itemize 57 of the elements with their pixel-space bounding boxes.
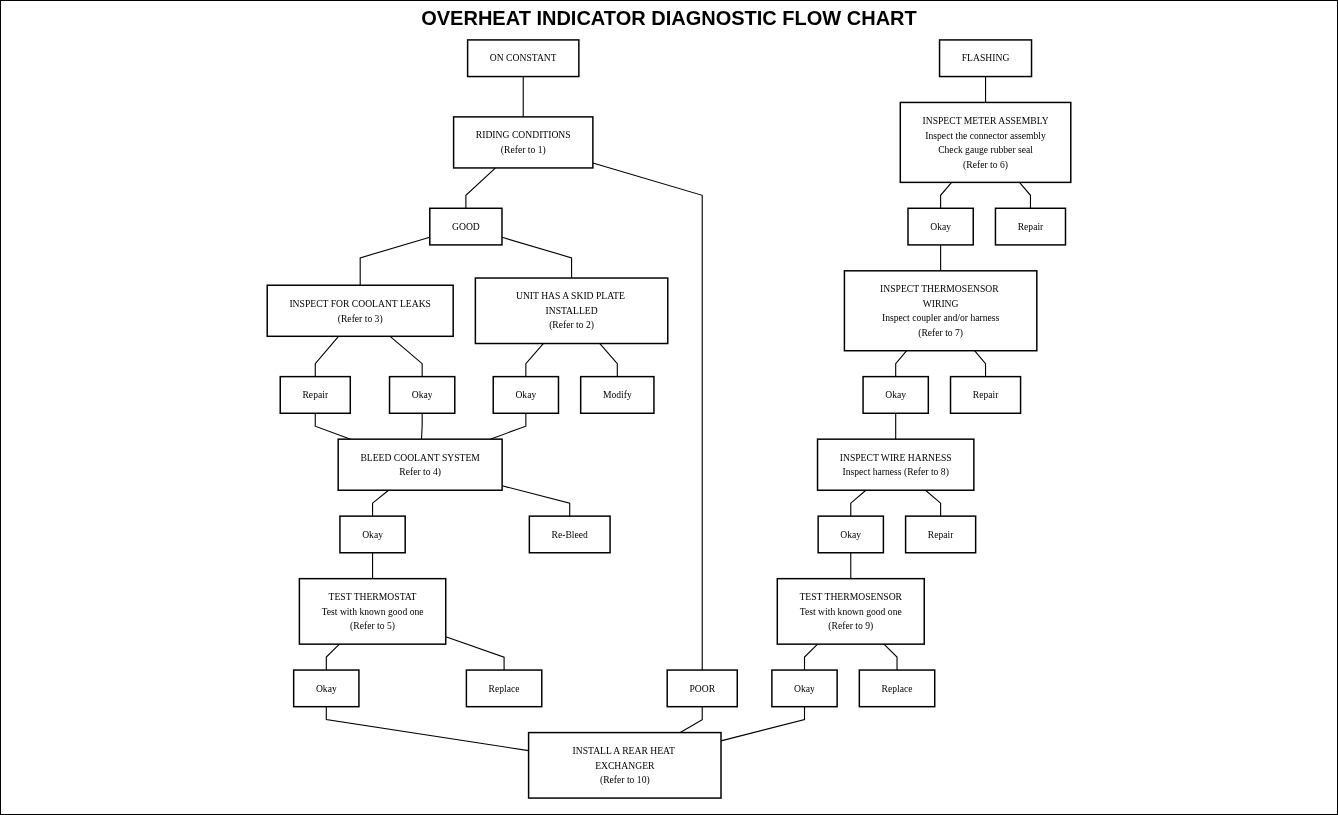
node-box: INSTALL A REAR HEAT EXCHANGER (Refer to 10)	[527, 731, 722, 799]
node-box: INSPECT THERMOSENSOR WIRING Inspect coupler and/or harness (Refer to 7)	[843, 270, 1038, 352]
node-box: Repair	[904, 515, 977, 554]
node-box: Okay	[492, 375, 560, 414]
connector	[465, 167, 497, 209]
node-box: Replace	[465, 669, 543, 708]
connector	[679, 706, 703, 734]
connector	[883, 643, 898, 671]
connector	[372, 552, 374, 580]
node-box: INSPECT FOR COOLANT LEAKS (Refer to 3)	[266, 284, 454, 338]
connector	[599, 342, 618, 378]
connector	[372, 489, 390, 517]
connector	[445, 636, 505, 671]
node-box: Re-Bleed	[528, 515, 611, 554]
connector	[940, 244, 942, 272]
node-box: Modify	[579, 375, 655, 414]
connector	[420, 412, 423, 440]
node-box: ON CONSTANT	[466, 39, 580, 78]
connector	[803, 643, 819, 671]
connector	[924, 489, 942, 517]
connector	[850, 489, 867, 517]
node-box: Repair	[279, 375, 352, 414]
node-box: BLEED COOLANT SYSTEM Refer to 4)	[337, 438, 503, 491]
connector	[592, 162, 703, 671]
node-box: Okay	[817, 515, 885, 554]
node-box: INSPECT METER ASSEMBLY Inspect the connector assembly Check gauge rubber seal (Refer to 6)	[899, 101, 1072, 184]
node-box: Okay	[771, 669, 838, 708]
node-box: TEST THERMOSTAT Test with known good one (Refer to 5)	[298, 577, 447, 645]
node-box: INSPECT WIRE HARNESS Inspect harness (Refer to 8)	[816, 438, 975, 491]
node-box: Okay	[339, 515, 406, 554]
connector	[895, 412, 897, 440]
connector	[501, 236, 573, 279]
node-box: UNIT HAS A SKID PLATE INSTALLED (Refer to 2)	[474, 277, 669, 345]
node-box: Okay	[862, 375, 930, 414]
node-box: Replace	[858, 669, 936, 708]
connector	[974, 350, 987, 378]
node-box: Okay	[292, 669, 360, 708]
connector	[522, 76, 524, 118]
connector	[1018, 181, 1032, 209]
connector	[389, 335, 423, 378]
node-box: RIDING CONDITIONS (Refer to 1)	[452, 116, 594, 169]
node-box: Okay	[907, 207, 974, 246]
node-box: FLASHING	[938, 39, 1033, 78]
connector	[985, 76, 987, 103]
node-box: GOOD	[429, 207, 503, 246]
node-box: POOR	[666, 669, 738, 708]
connector	[525, 342, 544, 378]
connector	[940, 181, 953, 209]
connector	[314, 335, 340, 378]
node-box: Repair	[949, 375, 1022, 414]
node-box: Okay	[388, 375, 456, 414]
node-box: Repair	[994, 207, 1067, 246]
connector	[850, 552, 852, 580]
node-box: TEST THERMOSENSOR Test with known good one (Refer to 9)	[776, 577, 925, 645]
connector	[325, 643, 340, 671]
connector	[895, 350, 908, 378]
diagram-title: OVERHEAT INDICATOR DIAGNOSTIC FLOW CHART	[421, 7, 917, 30]
